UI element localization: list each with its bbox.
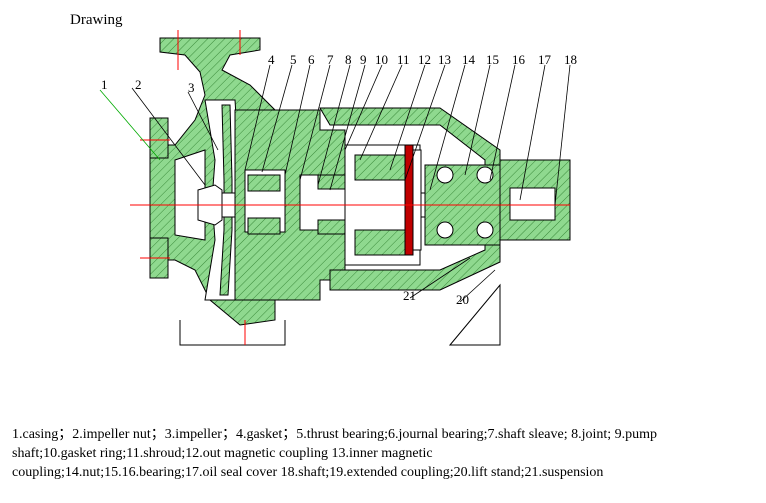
legend-line-3: coupling;14.nut;15.16.bearing;17.oil sea… <box>12 465 604 480</box>
lift-stand-part <box>179 283 501 346</box>
callout-21: 21 <box>403 288 416 303</box>
callout-11: 11 <box>397 52 410 67</box>
callout-17: 17 <box>538 52 552 67</box>
callout-4: 4 <box>268 52 275 67</box>
parts-legend: 1.casing；2.impeller nut；3.impeller；4.gas… <box>12 425 762 482</box>
pump-cross-section-drawing: 1 2 3 4 5 6 7 8 9 10 11 12 13 14 15 16 1… <box>99 30 577 346</box>
callout-5: 5 <box>290 52 297 67</box>
callout-18: 18 <box>564 52 577 67</box>
callout-3: 3 <box>188 80 195 95</box>
callout-14: 14 <box>462 52 476 67</box>
callout-13: 13 <box>438 52 451 67</box>
callout-20: 20 <box>456 292 469 307</box>
callout-2: 2 <box>135 77 142 92</box>
rear-bearing-part <box>424 159 571 246</box>
callout-7: 7 <box>327 52 334 67</box>
callout-6: 6 <box>308 52 315 67</box>
callout-8: 8 <box>345 52 352 67</box>
callout-1: 1 <box>101 77 108 92</box>
legend-line-1: 1.casing；2.impeller nut；3.impeller；4.gas… <box>12 427 658 442</box>
center-lines <box>130 30 570 345</box>
leader-lines <box>99 64 571 303</box>
callout-16: 16 <box>512 52 526 67</box>
callout-9: 9 <box>360 52 367 67</box>
legend-line-2: shaft;10.gasket ring;11.shroud;12.out ma… <box>12 446 433 461</box>
drawing-title: Drawing <box>70 12 123 28</box>
callout-10: 10 <box>375 52 388 67</box>
callout-numbers: 1 2 3 4 5 6 7 8 9 10 11 12 13 14 15 16 1… <box>101 52 577 307</box>
callout-15: 15 <box>486 52 499 67</box>
callout-12: 12 <box>418 52 431 67</box>
